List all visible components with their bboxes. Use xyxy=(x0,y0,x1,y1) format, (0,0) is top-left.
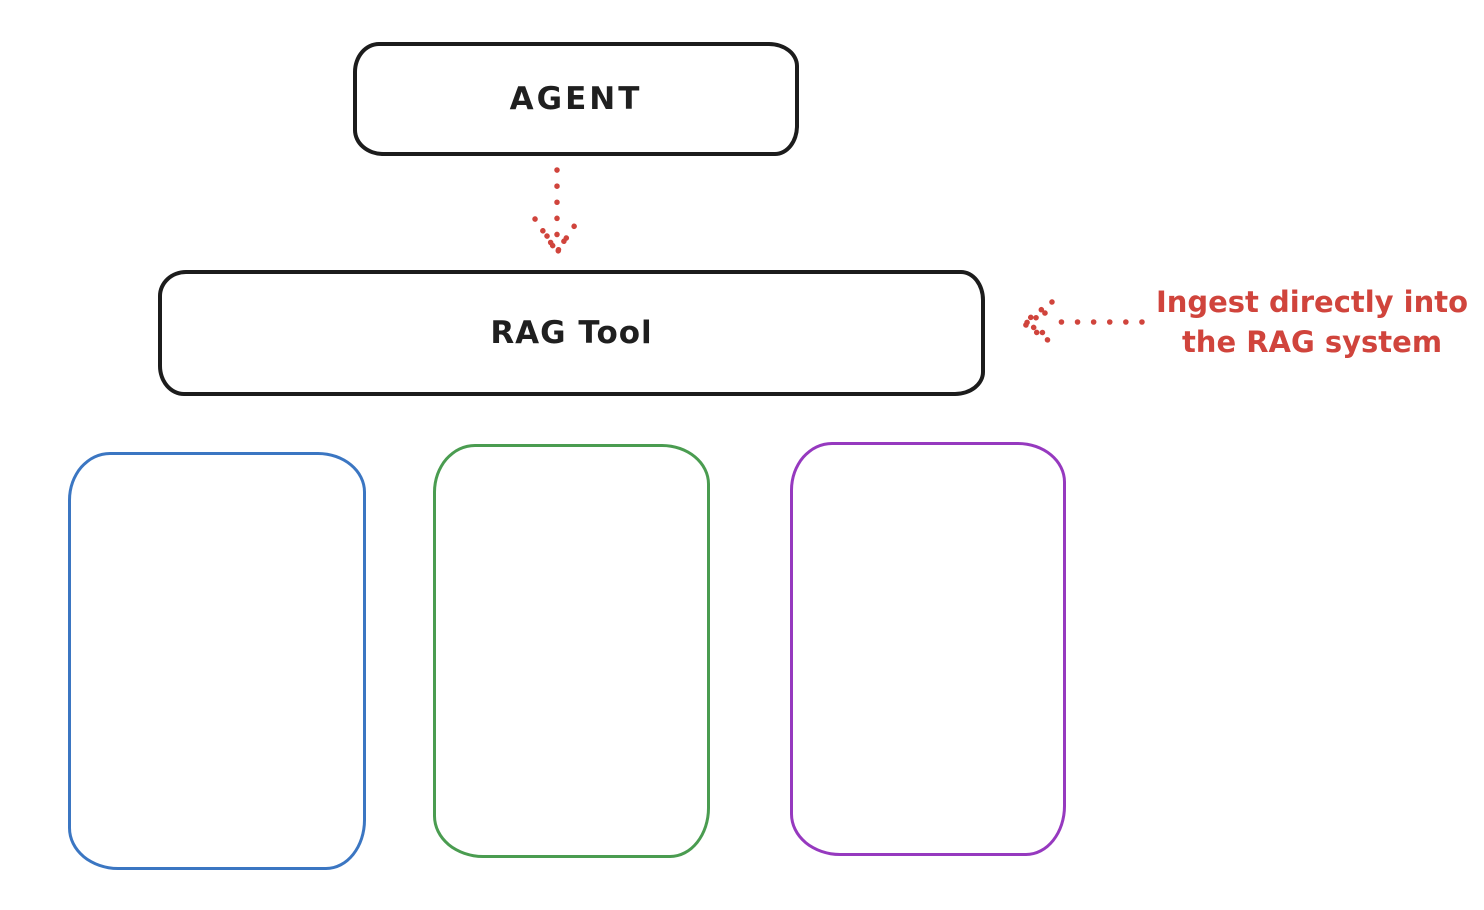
vector-io-box: VectorIO (insert_chunks, delete_chunks, … xyxy=(68,452,366,870)
rag-tool-box: RAG Tool xyxy=(158,270,985,396)
keyvalue-io-box: KeyValueIO (set_key, delete_key, get) Ke… xyxy=(433,444,710,858)
ingest-annotation-text: Ingest directly into the RAG system xyxy=(1155,285,1469,359)
agent-box: AGENT xyxy=(353,42,799,156)
agent-label: AGENT xyxy=(509,81,643,117)
relational-io-box: RelationalIO (insert_sql, query_sql) SQL… xyxy=(790,442,1066,856)
agent-to-ragtool-arrow xyxy=(532,167,582,259)
ingest-arrow xyxy=(1018,299,1145,346)
rag-tool-label: RAG Tool xyxy=(490,315,653,351)
